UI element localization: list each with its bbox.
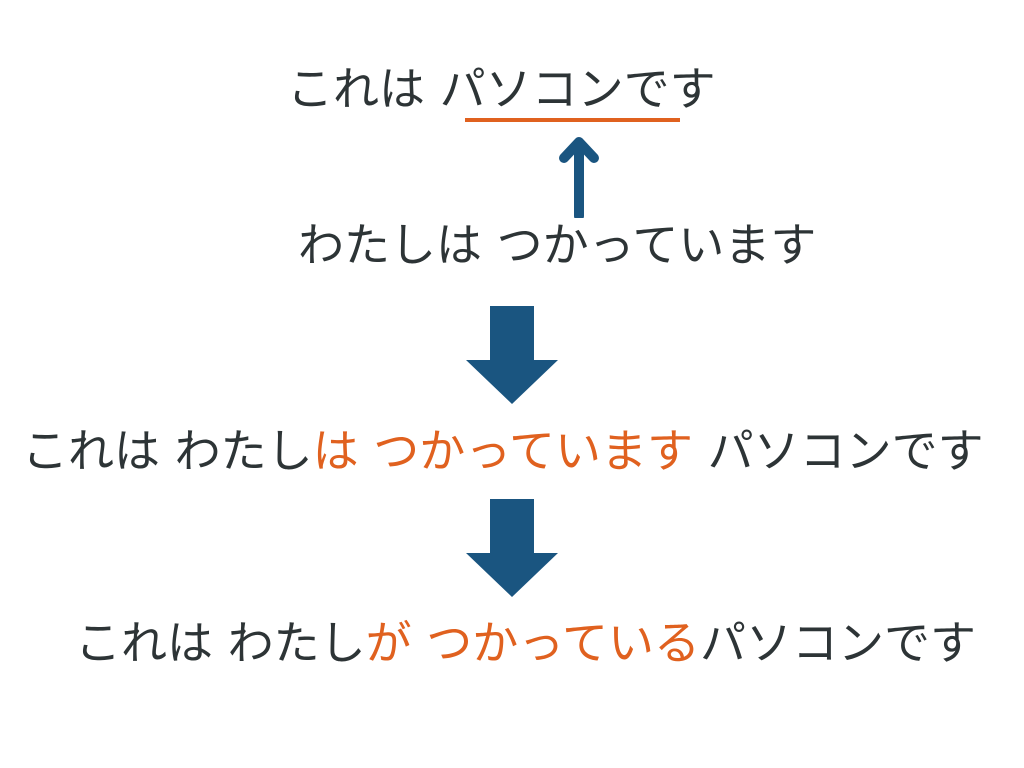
underlined-noun: パソコン [439, 62, 624, 116]
sentence-3-start: これは わたし [22, 424, 313, 478]
sentence-2: わたしは つかっています [298, 218, 817, 272]
sentence-1-start: これは [287, 62, 440, 116]
down-arrow-icon [466, 306, 558, 404]
sentence-1: これは パソコンです [287, 66, 716, 112]
down-arrow-icon [466, 499, 558, 597]
up-arrow-icon [559, 137, 599, 218]
noun-underline [465, 118, 680, 122]
embedded-clause: は つかっています [312, 424, 693, 478]
sentence-4-end: パソコンです [699, 616, 976, 670]
sentence-3-end: パソコンです [692, 424, 984, 478]
sentence-4-start: これは わたし [75, 616, 366, 670]
sentence-1-end: です [623, 62, 716, 116]
sentence-3: これは わたしは つかっています パソコンです [22, 428, 984, 474]
relative-clause: が つかっている [365, 616, 700, 670]
sentence-4: これは わたしが つかっているパソコンです [75, 620, 976, 666]
